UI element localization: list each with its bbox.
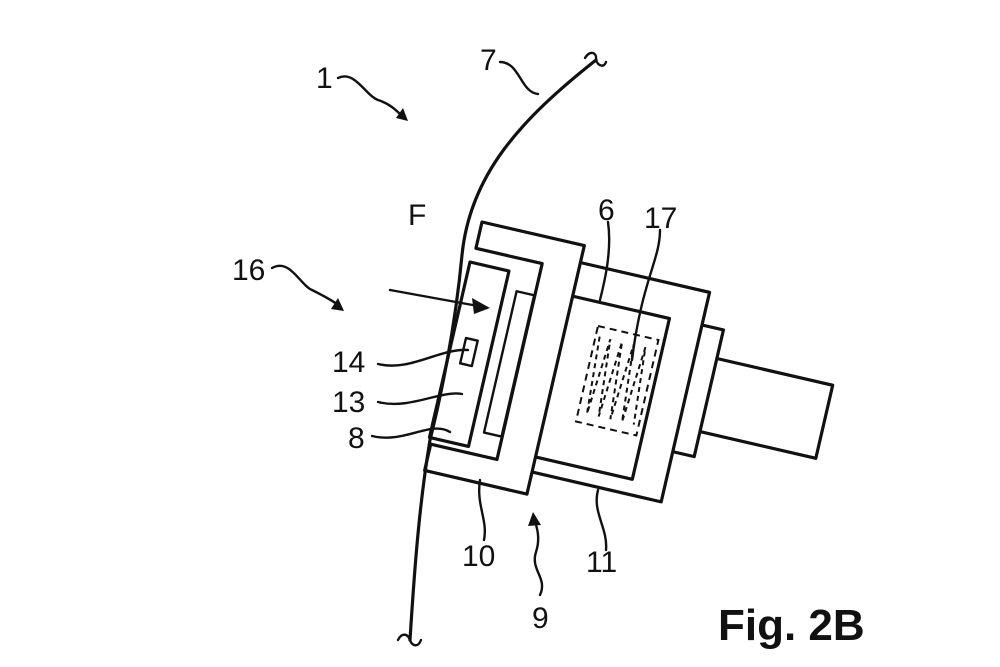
label-force: F <box>408 199 426 232</box>
leader-line-17 <box>630 228 662 362</box>
label-7: 7 <box>480 44 497 77</box>
shaft <box>697 356 835 460</box>
leader-line-6 <box>598 220 611 302</box>
label-16: 16 <box>232 254 265 287</box>
leader-line-10 <box>478 478 486 542</box>
leader-arrowhead-1 <box>396 108 408 121</box>
label-6: 6 <box>598 194 615 227</box>
label-10: 10 <box>462 540 495 573</box>
label-1: 1 <box>316 62 333 95</box>
leader-arrow-9 <box>533 520 544 597</box>
leader-line-8 <box>370 427 452 439</box>
label-17: 17 <box>644 202 677 235</box>
leader-line-7 <box>498 60 540 96</box>
leader-arrow-1 <box>336 75 404 118</box>
wall-break-bottom <box>396 633 423 647</box>
wall-break-top <box>583 51 608 67</box>
label-14: 14 <box>332 346 365 379</box>
label-8: 8 <box>348 422 365 455</box>
figure-label: Fig. 2B <box>718 601 865 650</box>
label-9: 9 <box>532 602 549 635</box>
label-13: 13 <box>332 386 365 419</box>
leader-line-11 <box>595 488 608 552</box>
spring-coil <box>585 336 647 425</box>
wall-curve-7 <box>408 58 598 642</box>
spring-region-17 <box>574 324 660 437</box>
leader-line-14 <box>376 348 470 367</box>
leader-arrowhead-16 <box>331 298 344 311</box>
leader-arrowhead-9 <box>528 512 541 526</box>
force-arrow <box>388 288 490 314</box>
label-11: 11 <box>586 546 617 579</box>
leader-arrow-16 <box>270 264 340 307</box>
leader-line-13 <box>376 392 464 406</box>
